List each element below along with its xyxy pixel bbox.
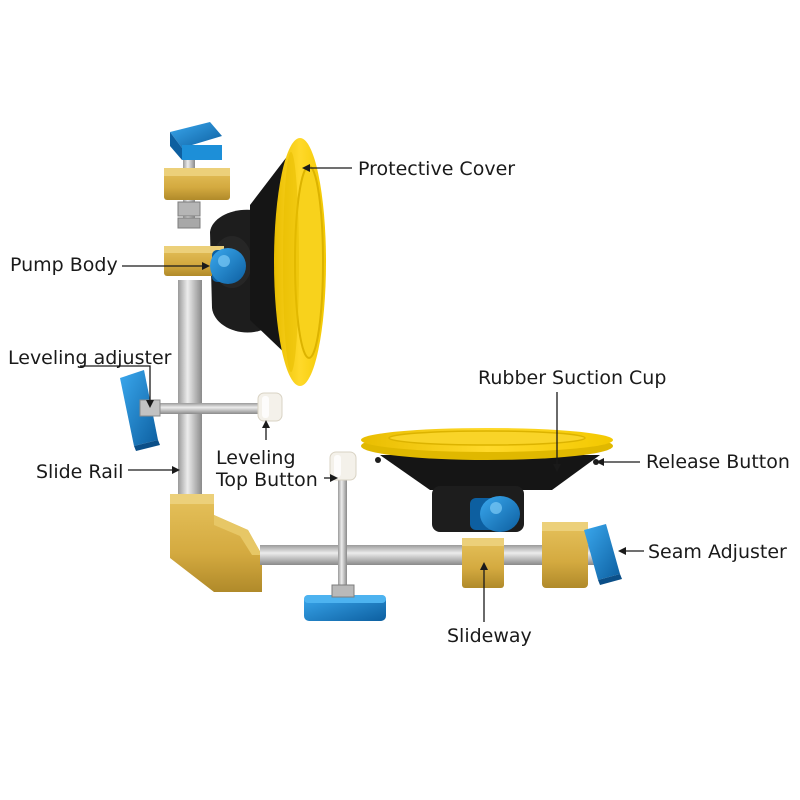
label-slide-rail: Slide Rail	[36, 461, 123, 483]
corner-elbow-block	[170, 494, 262, 592]
label-leveling-top-button-line2: Top Button	[215, 469, 318, 491]
horizontal-suction-unit	[260, 428, 622, 621]
label-pump-body: Pump Body	[10, 254, 118, 276]
leveling-adjuster-knob-icon	[120, 370, 160, 451]
label-release-button: Release Button	[646, 451, 790, 473]
white-leveling-knob-icon	[258, 393, 282, 421]
label-leveling-adjuster: Leveling adjuster	[8, 347, 172, 369]
leveling-top-button-icon	[330, 452, 356, 480]
label-seam-adjuster: Seam Adjuster	[648, 541, 787, 563]
leveling-adjuster-rod	[150, 403, 270, 414]
label-slideway: Slideway	[447, 625, 532, 647]
horizontal-pump-button-icon	[470, 496, 520, 532]
release-tab-left-icon	[375, 457, 381, 463]
seam-adjuster-block	[542, 522, 588, 588]
label-rubber-suction-cup: Rubber Suction Cup	[478, 367, 666, 389]
slideway-block	[462, 538, 504, 588]
leveling-screw	[338, 474, 347, 602]
bottom-blue-knob-icon	[304, 585, 386, 621]
pump-button-icon	[210, 248, 246, 284]
rubber-suction-cup-disc	[361, 428, 613, 460]
protective-cover-disc	[274, 138, 326, 386]
blue-top-knob-icon	[170, 122, 222, 160]
label-leveling-top-button-line1: Leveling	[216, 447, 296, 469]
vertical-slide-rail	[178, 280, 202, 520]
label-protective-cover: Protective Cover	[358, 158, 515, 180]
top-clamp-block	[164, 168, 230, 200]
